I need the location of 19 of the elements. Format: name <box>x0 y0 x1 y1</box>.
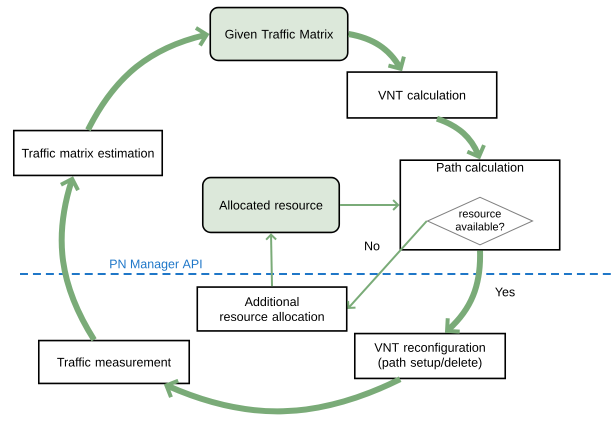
process-box: Traffic matrix estimation <box>12 130 164 176</box>
arrow <box>444 250 484 334</box>
process-box: Additional resource allocation <box>196 286 348 332</box>
arrow <box>85 26 210 132</box>
process-box: VNT calculation <box>346 71 498 119</box>
arrow <box>58 176 97 342</box>
layer-label: PN Manager API <box>110 260 202 271</box>
arrow <box>265 233 277 286</box>
edge-label: Yes <box>494 286 516 298</box>
arrow <box>164 376 402 414</box>
process-box: Traffic measurement <box>38 340 190 384</box>
process-box: VNT reconfiguration (path setup/delete) <box>354 332 506 380</box>
arrow <box>347 220 428 309</box>
rounded-box: Given Traffic Matrix <box>209 6 349 62</box>
arrow <box>340 199 400 211</box>
edge-label: No <box>363 240 381 252</box>
rounded-box: Allocated resource <box>202 176 340 234</box>
arrow <box>348 31 406 72</box>
arrow <box>436 116 486 160</box>
